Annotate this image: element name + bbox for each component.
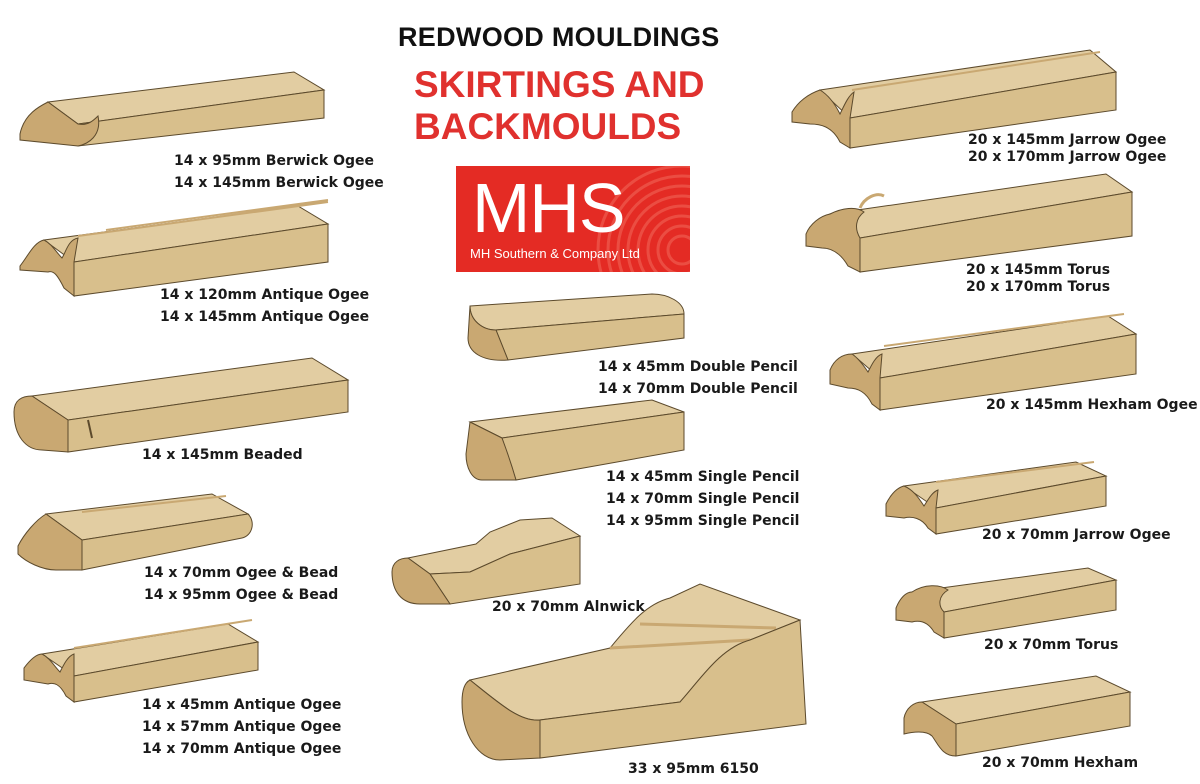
logo-mark: MHS (472, 169, 626, 247)
ogee-bead-profile (17, 493, 253, 571)
caption-ogee-bead: 14 x 70mm Ogee & Bead 14 x 95mm Ogee & B… (144, 565, 339, 603)
page-subtitle: SKIRTINGS AND BACKMOULDS (414, 64, 705, 148)
single-pencil-profile (465, 399, 685, 481)
caption-torus-large: 20 x 145mm Torus 20 x 170mm Torus (966, 262, 1111, 295)
alnwick-profile (391, 517, 582, 605)
antique-ogee-large-profile (19, 199, 330, 298)
caption-torus-small: 20 x 70mm Torus (984, 637, 1119, 653)
6150-profile (461, 583, 807, 761)
jarrow-ogee-large-profile (791, 49, 1118, 149)
beaded-profile (13, 357, 350, 453)
caption-6150: 33 x 95mm 6150 (628, 761, 759, 777)
torus-small-profile (895, 567, 1118, 639)
torus-large-profile (805, 173, 1134, 273)
caption-double-pencil: 14 x 45mm Double Pencil 14 x 70mm Double… (598, 359, 798, 397)
caption-antique-ogee-small: 14 x 45mm Antique Ogee 14 x 57mm Antique… (142, 697, 342, 757)
caption-alnwick: 20 x 70mm Alnwick (492, 599, 645, 615)
caption-hexham: 20 x 70mm Hexham (982, 755, 1139, 771)
caption-beaded: 14 x 145mm Beaded (142, 447, 303, 463)
caption-jarrow-ogee-large: 20 x 145mm Jarrow Ogee 20 x 170mm Jarrow… (968, 132, 1167, 165)
caption-single-pencil: 14 x 45mm Single Pencil 14 x 70mm Single… (606, 469, 800, 529)
page-title: REDWOOD MOULDINGS (398, 22, 720, 52)
caption-berwick-ogee: 14 x 95mm Berwick Ogee 14 x 145mm Berwic… (174, 153, 384, 191)
antique-ogee-small-profile (23, 619, 260, 703)
caption-hexham-ogee: 20 x 145mm Hexham Ogee (986, 397, 1198, 413)
hexham-ogee-profile (829, 313, 1138, 411)
jarrow-ogee-small-profile (885, 461, 1108, 535)
double-pencil-profile (467, 293, 685, 361)
caption-jarrow-ogee-small: 20 x 70mm Jarrow Ogee (982, 527, 1171, 543)
subtitle-line-2: BACKMOULDS (414, 106, 682, 147)
company-logo: MHS MH Southern & Company Ltd (456, 166, 690, 272)
caption-antique-ogee-large: 14 x 120mm Antique Ogee 14 x 145mm Antiq… (160, 287, 370, 325)
berwick-ogee-profile (19, 71, 326, 147)
subtitle-line-1: SKIRTINGS AND (414, 64, 705, 105)
wood-grain-rings-icon (596, 166, 690, 272)
hexham-profile (903, 675, 1132, 757)
logo-company-name: MH Southern & Company Ltd (470, 246, 640, 261)
